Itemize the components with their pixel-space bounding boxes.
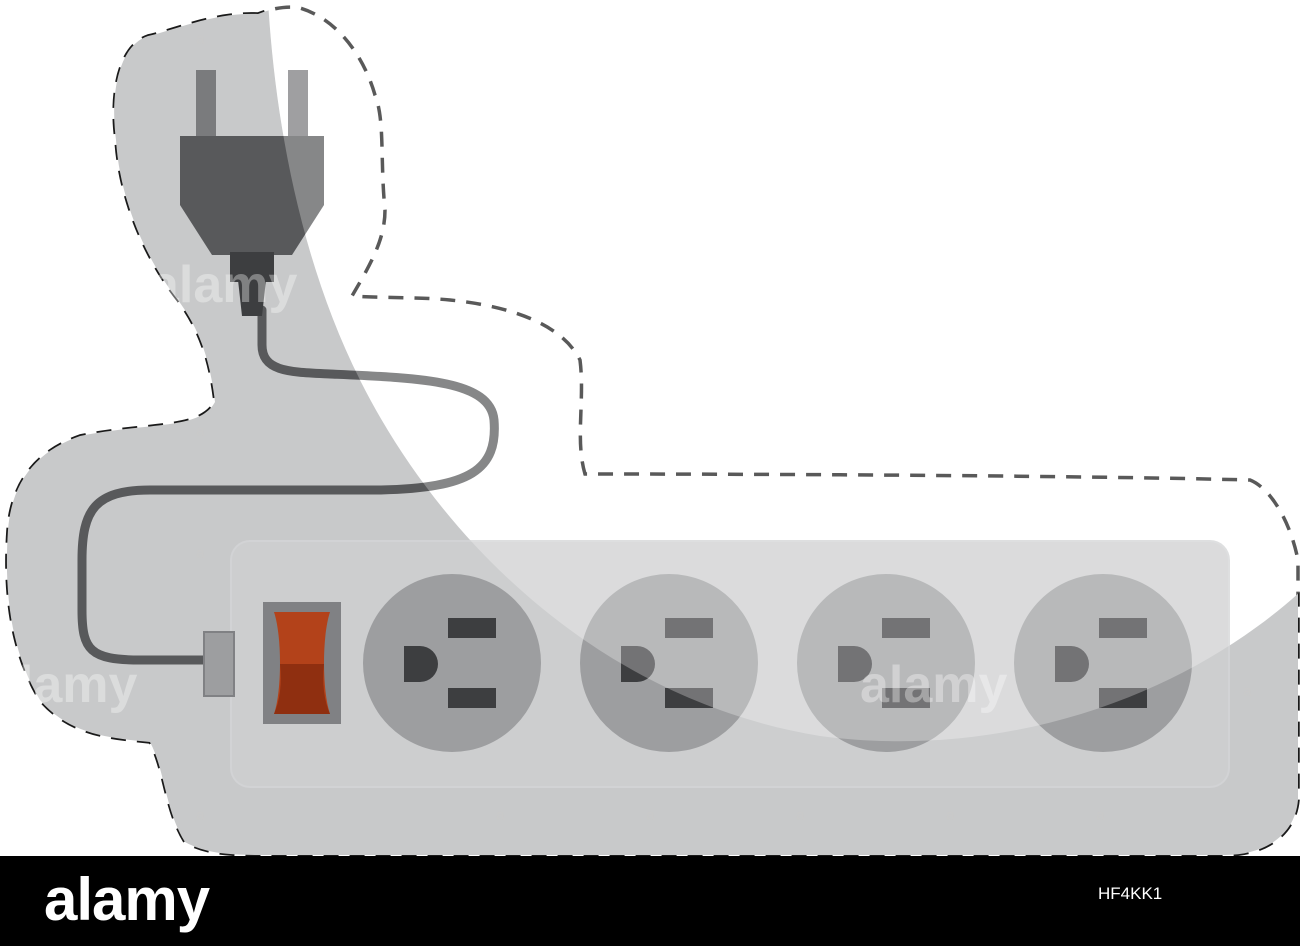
- rocker-switch-icon[interactable]: [263, 602, 341, 724]
- svg-text:alamy: alamy: [0, 656, 138, 714]
- svg-text:a: a: [1096, 807, 1105, 824]
- outlet-icon: [1055, 646, 1089, 682]
- outlet-icon: [404, 646, 438, 682]
- power-plug-icon: [180, 70, 324, 316]
- highlight-overlay: [268, 0, 1300, 742]
- power-strip: [203, 540, 1230, 788]
- outlet-1: [363, 574, 541, 752]
- svg-text:a: a: [646, 807, 655, 824]
- image-id: HF4KK1: [1098, 884, 1163, 903]
- outlet-3: [797, 574, 975, 752]
- svg-text:a: a: [196, 545, 205, 562]
- alamy-logo: alamy: [44, 866, 210, 933]
- power-cord-icon: [77, 305, 499, 665]
- svg-text:alamy: alamy: [150, 256, 298, 314]
- svg-text:a: a: [1243, 683, 1252, 700]
- footer-bar: alamy HF4KK1: [0, 856, 1300, 946]
- svg-text:a: a: [196, 807, 205, 824]
- outlet-icon: [621, 646, 655, 682]
- outlet-4: [1014, 574, 1192, 752]
- svg-text:a: a: [346, 423, 355, 440]
- outlet-2: [580, 574, 758, 752]
- outlet-icon: [838, 646, 872, 682]
- illustration: a a a a a a a a a a a a a a: [0, 0, 1300, 856]
- svg-text:a: a: [796, 807, 805, 824]
- watermark-large: alamy alamy alamy: [0, 256, 1008, 714]
- svg-text:alamy: alamy: [860, 656, 1008, 714]
- svg-text:a: a: [946, 807, 955, 824]
- svg-text:a: a: [196, 31, 205, 48]
- svg-text:a: a: [196, 423, 205, 440]
- svg-text:a: a: [496, 807, 505, 824]
